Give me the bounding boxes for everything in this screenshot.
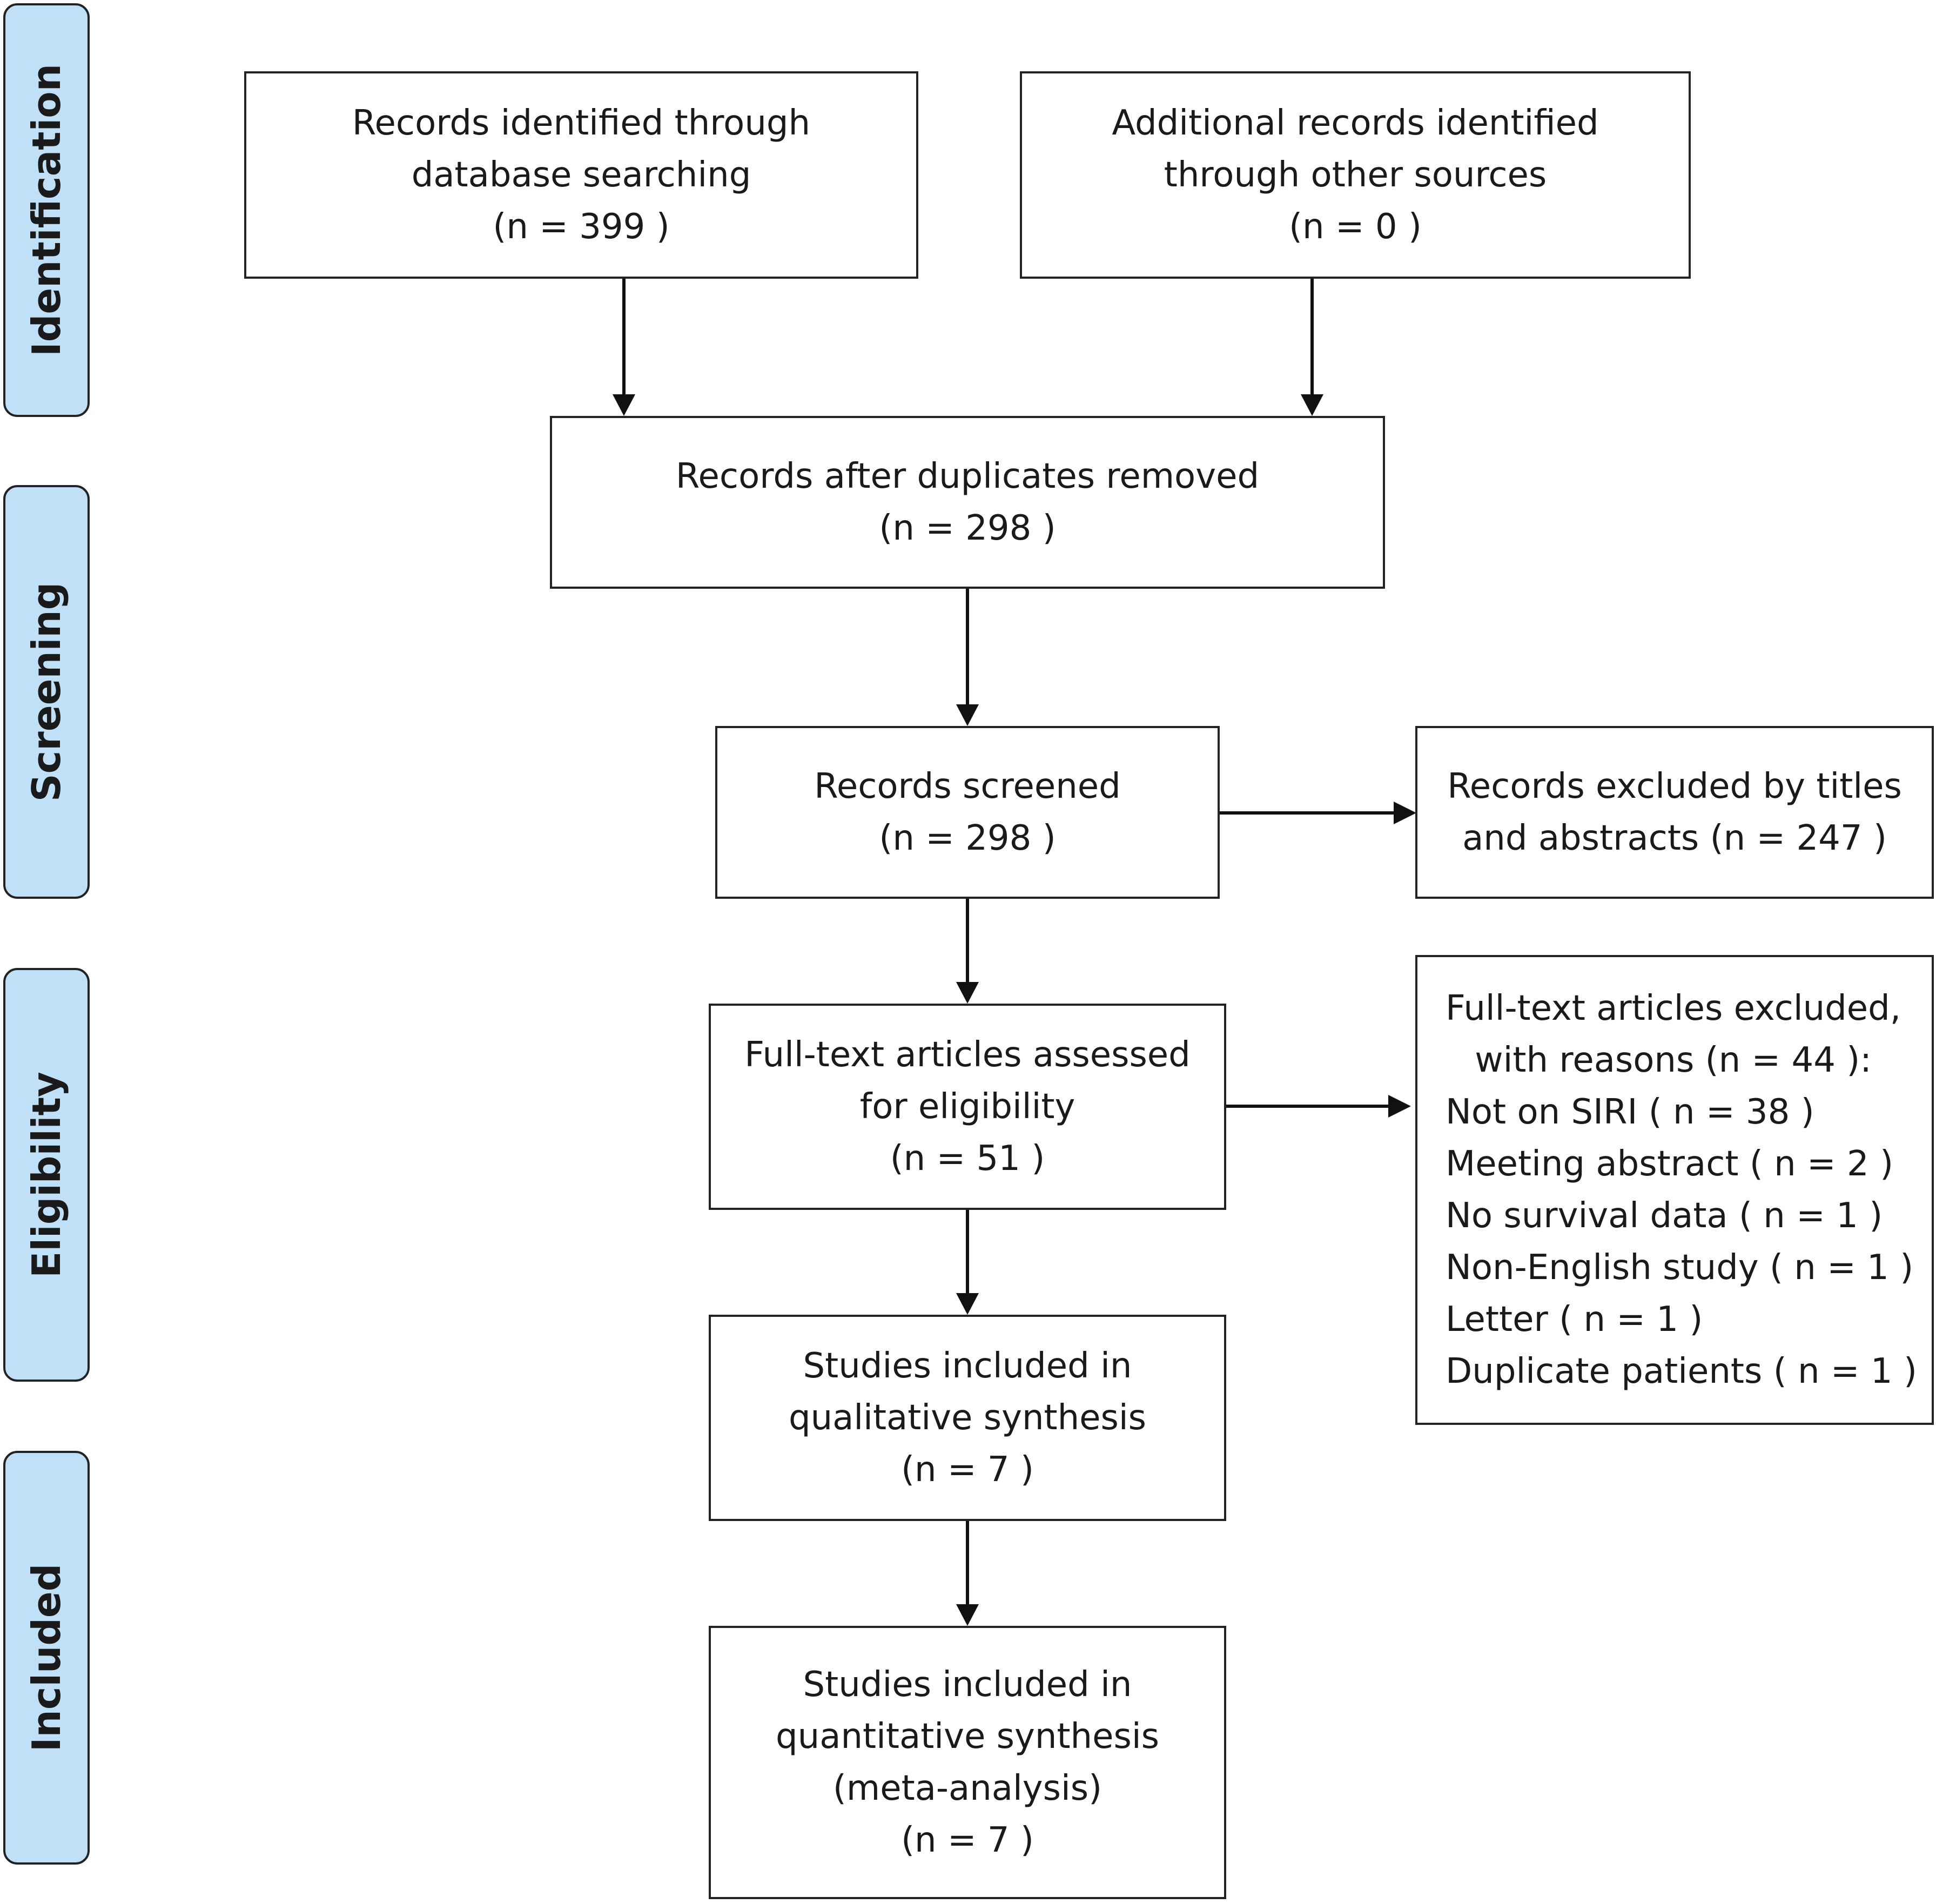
box-line: Records excluded by titles xyxy=(1447,766,1902,806)
box-line: (n = 298 ) xyxy=(879,818,1056,858)
box-line: qualitative synthesis xyxy=(788,1398,1147,1438)
box-line: (n = 7 ) xyxy=(901,1450,1034,1490)
box-quantitative-synthesis: Studies included in quantitative synthes… xyxy=(709,1626,1226,1899)
exclusion-reason: Not on SIRI ( n = 38 ) xyxy=(1446,1092,1814,1132)
box-line: (meta-analysis) xyxy=(832,1768,1103,1808)
arrow-fulltext-to-qualitative xyxy=(956,1210,979,1315)
exclusion-reason: Duplicate patients ( n = 1 ) xyxy=(1446,1351,1917,1391)
box-line: for eligibility xyxy=(859,1087,1075,1127)
box-line: (n = 298 ) xyxy=(879,508,1056,548)
stage-label: Eligibility xyxy=(24,1072,69,1278)
arrow-screened-to-fulltext xyxy=(956,899,979,1004)
box-line: Full-text articles assessed xyxy=(744,1035,1191,1075)
stage-included: Included xyxy=(3,1451,90,1865)
box-line: Additional records identified xyxy=(1112,103,1599,143)
box-after-duplicates: Records after duplicates removed (n = 29… xyxy=(550,416,1385,589)
box-line: Records screened xyxy=(814,766,1121,806)
box-line: (n = 0 ) xyxy=(1289,207,1422,247)
exclusion-reason: Non-English study ( n = 1 ) xyxy=(1446,1248,1914,1288)
excluded-header: with reasons (n = 44 ): xyxy=(1475,1040,1872,1080)
arrow-other-to-duplicates xyxy=(1301,279,1323,416)
excluded-header: Full-text articles excluded, xyxy=(1446,988,1901,1028)
arrow-database-to-duplicates xyxy=(613,279,635,416)
box-line: Records identified through xyxy=(352,103,811,143)
arrow-screened-to-excluded xyxy=(1219,802,1416,824)
box-other-sources: Additional records identified through ot… xyxy=(1020,71,1691,279)
stage-label: Screening xyxy=(24,582,69,802)
stage-identification: Identification xyxy=(3,3,90,417)
box-line: (n = 51 ) xyxy=(890,1139,1045,1179)
box-database-search: Records identified through database sear… xyxy=(244,71,918,279)
box-line: Records after duplicates removed xyxy=(675,456,1260,496)
arrow-fulltext-to-excluded xyxy=(1225,1095,1411,1118)
box-records-screened: Records screened (n = 298 ) xyxy=(715,726,1220,899)
arrow-duplicates-to-screened xyxy=(956,589,979,726)
stage-eligibility: Eligibility xyxy=(3,968,90,1382)
exclusion-reason: No survival data ( n = 1 ) xyxy=(1446,1196,1883,1236)
box-line: Studies included in xyxy=(803,1346,1132,1386)
box-line: Studies included in xyxy=(803,1665,1132,1705)
box-line: (n = 7 ) xyxy=(901,1820,1034,1860)
exclusion-reason: Meeting abstract ( n = 2 ) xyxy=(1446,1144,1894,1184)
box-fulltext-assessed: Full-text articles assessed for eligibil… xyxy=(709,1004,1226,1210)
arrow-qualitative-to-quantitative xyxy=(956,1521,979,1626)
box-line: through other sources xyxy=(1164,155,1547,195)
box-records-excluded: Records excluded by titles and abstracts… xyxy=(1415,726,1934,899)
exclusion-reason: Letter ( n = 1 ) xyxy=(1446,1300,1703,1340)
stage-screening: Screening xyxy=(3,485,90,899)
box-line: quantitative synthesis xyxy=(776,1717,1159,1757)
box-line: (n = 399 ) xyxy=(493,207,670,247)
box-line: database searching xyxy=(411,155,751,195)
stage-label: Included xyxy=(24,1563,69,1752)
box-qualitative-synthesis: Studies included in qualitative synthesi… xyxy=(709,1315,1226,1521)
box-fulltext-excluded: Full-text articles excluded, with reason… xyxy=(1415,955,1934,1425)
box-line: and abstracts (n = 247 ) xyxy=(1462,818,1887,858)
stage-label: Identification xyxy=(24,64,69,356)
